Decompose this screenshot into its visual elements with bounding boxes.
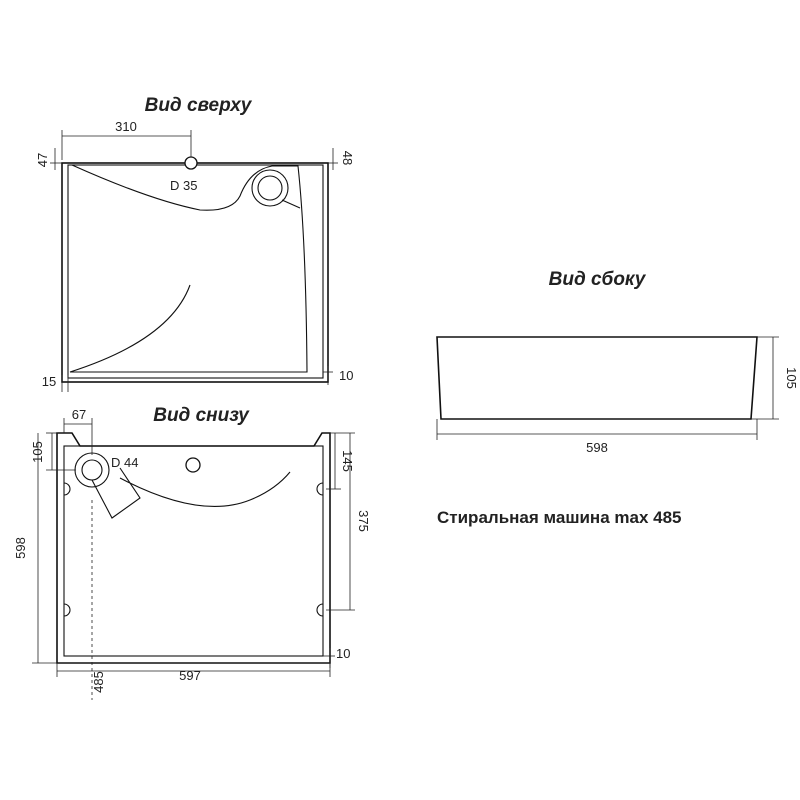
dim-label-598-depth: 598 [13, 537, 28, 559]
top-view-drain-lip [281, 199, 301, 209]
bottom-view-outer-outline [56, 432, 331, 664]
top-view-drain-inner-ring [257, 175, 283, 201]
dim-label-485: 485 [91, 671, 106, 693]
bottom-view-drain-inner [81, 459, 103, 481]
mount-hole-right-upper-icon [316, 482, 324, 496]
top-view-bowl-contour [69, 164, 308, 373]
bottom-view-inner-outline [63, 445, 324, 657]
dim-label-310: 310 [115, 119, 137, 134]
side-view: Вид сбоку 105 598 [436, 269, 799, 455]
bottom-view-drain-pipe [91, 467, 141, 519]
mount-hole-left-lower-icon [63, 603, 71, 617]
side-view-title: Вид сбоку [549, 269, 647, 290]
bottom-view: Вид снизу D 44 67 105 598 [13, 405, 371, 700]
mount-hole-left-upper-icon [63, 482, 71, 496]
dim-label-105-drain: 105 [30, 441, 45, 463]
top-view-inner-outline [67, 164, 324, 379]
top-view-faucet-hole [184, 156, 198, 170]
dim-label-47: 47 [35, 153, 50, 167]
bottom-view-faucet-hole [185, 457, 201, 473]
dim-label-375: 375 [356, 510, 371, 532]
bottom-view-bowl-curve [119, 471, 291, 507]
dim-label-10-bottom: 10 [336, 646, 350, 661]
top-view: Вид сверху D 35 310 47 48 15 10 [35, 95, 355, 392]
top-view-hole-label: D 35 [170, 178, 197, 193]
side-view-outline [436, 336, 758, 420]
dim-label-598-side: 598 [586, 440, 608, 455]
bottom-view-hole-label: D 44 [111, 455, 138, 470]
dim-label-597: 597 [179, 668, 201, 683]
mount-hole-right-lower-icon [316, 603, 324, 617]
dim-label-15: 15 [42, 374, 56, 389]
top-view-drain-outer-ring [251, 169, 289, 207]
dim-label-105-side: 105 [784, 367, 799, 389]
dim-label-145: 145 [340, 450, 355, 472]
top-view-title: Вид сверху [145, 95, 253, 116]
bottom-view-title: Вид снизу [153, 405, 250, 426]
dim-label-67: 67 [72, 407, 86, 422]
dim-label-10-top: 10 [339, 368, 353, 383]
bottom-view-drain-outer [74, 452, 110, 488]
dim-label-48: 48 [340, 151, 355, 165]
washing-machine-note: Стиральная машина max 485 [437, 508, 682, 527]
top-view-outer-outline [61, 162, 329, 383]
